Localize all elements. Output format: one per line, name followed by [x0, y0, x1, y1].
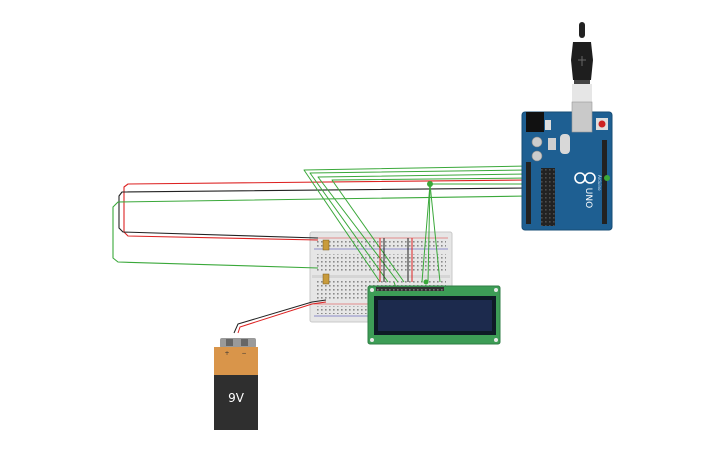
lcd-display[interactable] — [367, 285, 501, 345]
arduino-logo-icon — [574, 172, 596, 184]
battery-label: 9V — [228, 391, 245, 405]
battery-9v[interactable]: + − 9V — [214, 338, 258, 430]
arduino-board-name: UNO — [583, 188, 593, 208]
wires — [112, 165, 529, 334]
arduino-brand: Arduino — [597, 175, 602, 191]
usb-cable — [579, 22, 585, 38]
battery-plus-label: + — [224, 350, 229, 357]
battery-minus-label: − — [241, 350, 246, 357]
arduino-uno-board[interactable]: UNO Arduino — [521, 22, 613, 231]
